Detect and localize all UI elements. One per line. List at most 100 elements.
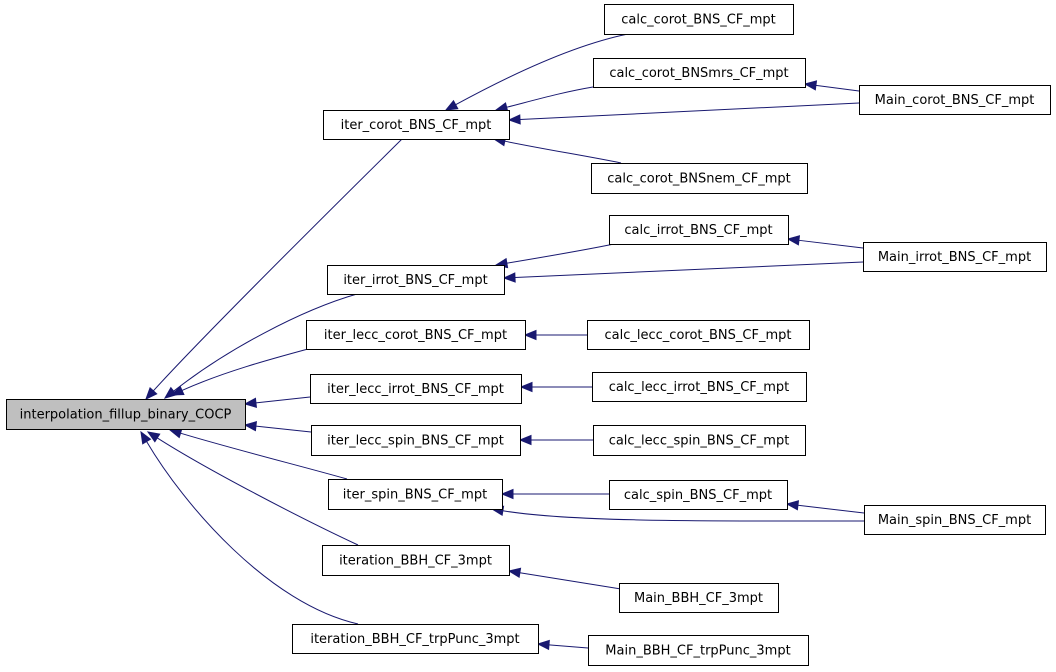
node-box[interactable] xyxy=(322,545,510,576)
node-iter-spin-bns-cf-mpt[interactable]: iter_spin_BNS_CF_mpt xyxy=(328,479,503,510)
node-label: iter_lecc_spin_BNS_CF_mpt xyxy=(327,434,504,449)
node-label: calc_lecc_irrot_BNS_CF_mpt xyxy=(609,380,790,395)
node-box[interactable] xyxy=(591,163,808,194)
node-label: calc_lecc_spin_BNS_CF_mpt xyxy=(609,434,790,449)
node-label: iter_irrot_BNS_CF_mpt xyxy=(343,273,487,288)
node-label: iter_lecc_irrot_BNS_CF_mpt xyxy=(327,382,504,397)
node-box[interactable] xyxy=(328,479,503,510)
node-box[interactable] xyxy=(6,399,246,430)
node-calc-spin-bns-cf-mpt[interactable]: calc_spin_BNS_CF_mpt xyxy=(609,480,788,510)
edge-main-irrot-bns-cf-mpt-to-iter-irrot-bns-cf-mpt xyxy=(502,261,864,283)
edge-line xyxy=(519,102,860,120)
node-box[interactable] xyxy=(588,635,809,666)
edge-iter-lecc-corot-bns-cf-mpt-to-interpolation-fillup-binary-cocp xyxy=(170,348,309,396)
node-calc-corot-bns-cf-mpt[interactable]: calc_corot_BNS_CF_mpt xyxy=(604,4,794,35)
node-box[interactable] xyxy=(311,425,521,456)
arrowhead xyxy=(786,235,801,246)
edge-calc-corot-bns-cf-mpt-to-iter-corot-bns-cf-mpt xyxy=(444,33,629,111)
node-box[interactable] xyxy=(864,505,1046,535)
edge-line xyxy=(798,239,864,249)
arrowhead xyxy=(168,428,183,439)
edge-line xyxy=(797,504,865,514)
node-label: calc_corot_BNSnem_CF_mpt xyxy=(607,172,790,187)
node-box[interactable] xyxy=(587,320,810,350)
edge-layer xyxy=(140,33,865,651)
node-box[interactable] xyxy=(604,4,794,35)
arrowhead xyxy=(502,272,516,283)
node-box[interactable] xyxy=(609,480,788,510)
edge-line xyxy=(173,293,358,392)
node-box[interactable] xyxy=(292,624,539,654)
edge-line xyxy=(157,437,359,546)
node-box[interactable] xyxy=(327,265,505,295)
node-iter-lecc-corot-bns-cf-mpt[interactable]: iter_lecc_corot_BNS_CF_mpt xyxy=(306,320,526,350)
node-iteration-bbh-cf-trppunc-3mpt[interactable]: iteration_BBH_CF_trpPunc_3mpt xyxy=(292,624,539,654)
edge-line xyxy=(506,86,594,108)
edge-iter-corot-bns-cf-mpt-to-interpolation-fillup-binary-cocp xyxy=(145,138,403,400)
node-iter-corot-bns-cf-mpt[interactable]: iter_corot_BNS_CF_mpt xyxy=(323,110,510,140)
node-box[interactable] xyxy=(592,372,807,402)
node-label: iteration_BBH_CF_3mpt xyxy=(339,554,492,569)
node-label: iter_spin_BNS_CF_mpt xyxy=(343,488,487,503)
edge-line xyxy=(502,510,865,522)
edge-calc-corot-bnsmrs-cf-mpt-to-iter-corot-bns-cf-mpt xyxy=(494,86,594,113)
node-box[interactable] xyxy=(619,583,779,613)
node-main-corot-bns-cf-mpt[interactable]: Main_corot_BNS_CF_mpt xyxy=(859,85,1051,115)
node-iter-irrot-bns-cf-mpt[interactable]: iter_irrot_BNS_CF_mpt xyxy=(327,265,505,295)
arrowhead xyxy=(507,567,522,579)
edge-line xyxy=(180,432,348,480)
node-iteration-bbh-cf-3mpt[interactable]: iteration_BBH_CF_3mpt xyxy=(322,545,510,576)
node-iter-lecc-irrot-bns-cf-mpt[interactable]: iter_lecc_irrot_BNS_CF_mpt xyxy=(310,374,522,404)
arrowhead xyxy=(140,430,152,445)
node-calc-irrot-bns-cf-mpt[interactable]: calc_irrot_BNS_CF_mpt xyxy=(609,215,789,245)
node-main-bbh-cf-3mpt[interactable]: Main_BBH_CF_3mpt xyxy=(619,583,779,613)
node-box[interactable] xyxy=(306,320,526,350)
arrowhead xyxy=(146,431,161,443)
edge-calc-lecc-spin-bns-cf-mpt-to-iter-lecc-spin-bns-cf-mpt xyxy=(518,434,593,446)
node-calc-corot-bnsmrs-cf-mpt[interactable]: calc_corot_BNSmrs_CF_mpt xyxy=(593,58,806,88)
edge-iteration-bbh-cf-trppunc-3mpt-to-interpolation-fillup-binary-cocp xyxy=(140,430,359,625)
edge-line xyxy=(506,243,615,264)
node-box[interactable] xyxy=(859,85,1051,115)
edge-iter-lecc-irrot-bns-cf-mpt-to-interpolation-fillup-binary-cocp xyxy=(243,396,311,408)
node-box[interactable] xyxy=(593,425,806,456)
edge-line xyxy=(519,572,622,590)
edge-iter-lecc-spin-bns-cf-mpt-to-interpolation-fillup-binary-cocp xyxy=(243,420,312,433)
edge-main-irrot-bns-cf-mpt-to-calc-irrot-bns-cf-mpt xyxy=(786,235,864,249)
node-box[interactable] xyxy=(593,58,806,88)
arrowhead xyxy=(444,99,459,111)
node-box[interactable] xyxy=(609,215,789,245)
node-calc-corot-bnsnem-cf-mpt[interactable]: calc_corot_BNSnem_CF_mpt xyxy=(591,163,808,194)
node-label: iter_lecc_corot_BNS_CF_mpt xyxy=(324,328,507,343)
node-interpolation-fillup-binary-cocp[interactable]: interpolation_fillup_binary_COCP xyxy=(6,399,246,430)
edge-calc-spin-bns-cf-mpt-to-iter-spin-bns-cf-mpt xyxy=(500,488,609,500)
edge-line xyxy=(504,140,622,164)
edge-calc-lecc-corot-bns-cf-mpt-to-iter-lecc-corot-bns-cf-mpt xyxy=(523,329,587,341)
node-box[interactable] xyxy=(323,110,510,140)
edge-line xyxy=(514,261,864,279)
node-calc-lecc-irrot-bns-cf-mpt[interactable]: calc_lecc_irrot_BNS_CF_mpt xyxy=(592,372,807,402)
node-box[interactable] xyxy=(863,242,1047,272)
node-calc-lecc-spin-bns-cf-mpt[interactable]: calc_lecc_spin_BNS_CF_mpt xyxy=(593,425,806,456)
edge-line xyxy=(153,138,403,392)
node-main-irrot-bns-cf-mpt[interactable]: Main_irrot_BNS_CF_mpt xyxy=(863,242,1047,272)
node-label: Main_irrot_BNS_CF_mpt xyxy=(878,250,1031,265)
edge-calc-lecc-irrot-bns-cf-mpt-to-iter-lecc-irrot-bns-cf-mpt xyxy=(519,381,592,393)
edge-line xyxy=(255,425,312,433)
node-layer: interpolation_fillup_binary_COCP iter_cor… xyxy=(6,4,1051,666)
node-label: Main_BBH_CF_trpPunc_3mpt xyxy=(605,644,790,659)
arrowhead xyxy=(518,434,532,446)
node-label: Main_BBH_CF_3mpt xyxy=(634,591,763,606)
node-main-spin-bns-cf-mpt[interactable]: Main_spin_BNS_CF_mpt xyxy=(864,505,1046,535)
edge-calc-irrot-bns-cf-mpt-to-iter-irrot-bns-cf-mpt xyxy=(494,243,615,269)
edge-line xyxy=(146,441,359,625)
edge-main-corot-bns-cf-mpt-to-iter-corot-bns-cf-mpt xyxy=(507,102,860,125)
arrowhead xyxy=(523,329,537,341)
node-box[interactable] xyxy=(310,374,522,404)
edge-line xyxy=(255,396,311,404)
edge-line xyxy=(815,84,860,92)
node-iter-lecc-spin-bns-cf-mpt[interactable]: iter_lecc_spin_BNS_CF_mpt xyxy=(311,425,521,456)
node-calc-lecc-corot-bns-cf-mpt[interactable]: calc_lecc_corot_BNS_CF_mpt xyxy=(587,320,810,350)
node-main-bbh-cf-trppunc-3mpt[interactable]: Main_BBH_CF_trpPunc_3mpt xyxy=(588,635,809,666)
